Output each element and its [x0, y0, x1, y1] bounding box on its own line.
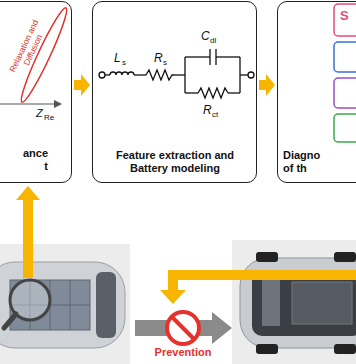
symbol-label: L: [114, 52, 121, 64]
process-box: Feature extraction and Battery modeling: [92, 1, 257, 183]
wheel: [256, 344, 278, 354]
result-label: S: [340, 9, 349, 22]
symbol-label: Z: [36, 108, 43, 119]
battery-pack: [10, 280, 90, 330]
symbol-label: s: [163, 59, 167, 67]
result-bar: [334, 114, 356, 142]
car-body: [0, 262, 125, 348]
symbol-label: ct: [212, 111, 218, 119]
box-title: Diagno of th: [283, 149, 325, 175]
circuit-symbol: [99, 49, 254, 98]
axis-arrowhead: [54, 100, 62, 108]
wire: [184, 57, 185, 93]
impedance-arc: [17, 5, 72, 104]
process-box: Diagno of th: [277, 1, 356, 183]
transition-arrow: [135, 312, 232, 344]
symbol-label: dl: [210, 37, 216, 45]
wire: [228, 92, 240, 93]
wire: [185, 92, 198, 93]
wheel: [334, 252, 356, 262]
inductor-symbol: [110, 72, 134, 75]
wire: [185, 56, 210, 57]
wire: [240, 74, 248, 75]
terminal: [99, 72, 105, 78]
battery-pack: [292, 282, 352, 324]
magnifier-handle: [4, 314, 16, 328]
prohibition-bar: [172, 317, 194, 339]
feedback-arrow: [160, 270, 356, 304]
symbol-label: s: [122, 59, 126, 67]
box-title: ance t: [20, 147, 48, 173]
wire: [174, 74, 185, 75]
resistor-symbol: [198, 88, 228, 98]
motor: [262, 280, 280, 326]
box-title: Feature extraction and Battery modeling: [110, 149, 240, 175]
wheel: [256, 252, 278, 262]
wire: [134, 74, 146, 75]
car-window: [96, 272, 116, 338]
action-label: Prevention: [155, 347, 212, 358]
result-bar: [334, 4, 356, 36]
axis-line: [0, 103, 54, 104]
result-bar: [334, 42, 356, 72]
result-bar: [334, 78, 356, 108]
wire: [216, 56, 240, 57]
flow-arrow: [259, 74, 275, 96]
symbol-label: R: [154, 52, 163, 64]
symbol-label: R: [203, 104, 212, 116]
battery-cells: [10, 280, 90, 330]
symbol-label: Re: [44, 114, 54, 122]
wire: [105, 74, 110, 75]
flow-arrow: [16, 186, 40, 278]
prohibition-sign: [167, 312, 199, 344]
terminal: [248, 72, 254, 78]
wheel: [334, 344, 356, 354]
capacitor-symbol: [209, 49, 210, 65]
symbol-label: C: [201, 30, 210, 42]
resistor-symbol: [146, 70, 174, 80]
flow-arrow: [74, 74, 90, 96]
